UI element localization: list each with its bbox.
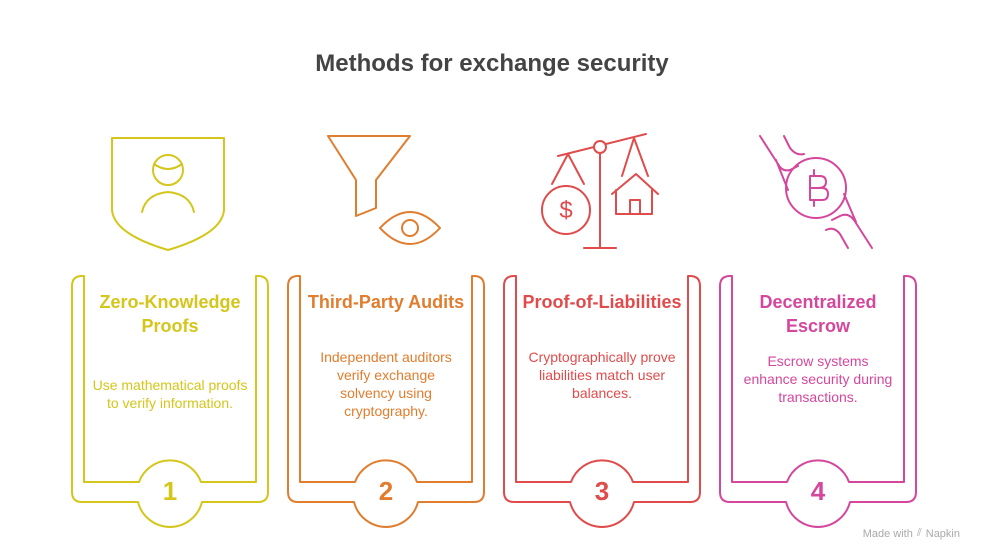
step-number: 2 xyxy=(378,476,394,506)
shield-user-icon xyxy=(111,137,225,251)
svg-text:$: $ xyxy=(559,197,572,224)
card-frame xyxy=(71,137,269,528)
card-frame xyxy=(719,135,917,528)
napkin-logo-icon: ⫽ xyxy=(916,527,922,539)
step-description: Escrow systems enhance security during t… xyxy=(743,353,893,405)
card-frame xyxy=(287,135,485,528)
scale-dollar-house-icon: $ xyxy=(541,133,659,249)
watermark-brand: Napkin xyxy=(925,527,960,540)
step-description: Independent auditors verify exchange sol… xyxy=(320,349,452,419)
funnel-eye-icon xyxy=(327,135,441,245)
watermark-prefix: Made with xyxy=(862,527,913,540)
step-description: Use mathematical proofs to verify inform… xyxy=(92,377,248,411)
step-description: Cryptographically prove liabilities matc… xyxy=(528,349,676,401)
step-number: 3 xyxy=(594,476,610,506)
card-frame: $ xyxy=(503,133,701,528)
step-number: 1 xyxy=(162,476,178,506)
step-card-2: Third-Party Audits Independent auditors … xyxy=(286,130,486,530)
page-title: Methods for exchange security xyxy=(315,50,669,77)
step-card-3: $ Proof-of-Liabilities Cryptographically… xyxy=(502,130,702,530)
step-title: Proof-of-Liabilities xyxy=(522,292,682,312)
step-title: Zero-Knowledge Proofs xyxy=(99,292,241,336)
step-title: Third-Party Audits xyxy=(307,292,465,312)
step-title: Decentralized Escrow xyxy=(759,292,877,336)
step-card-1: Zero-Knowledge Proofs Use mathematical p… xyxy=(70,130,270,530)
step-card-4: Decentralized Escrow Escrow systems enha… xyxy=(718,130,918,530)
hands-bitcoin-icon xyxy=(759,135,873,249)
napkin-watermark[interactable]: Made with ⫽ Napkin xyxy=(863,527,960,540)
step-number: 4 xyxy=(810,476,826,506)
